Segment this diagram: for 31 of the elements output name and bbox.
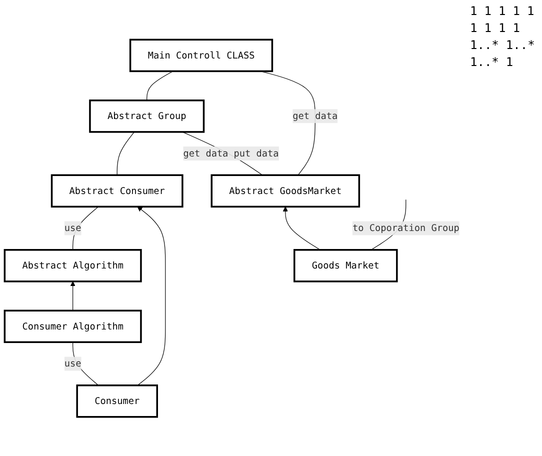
class-box: Abstract GoodsMarket: [210, 174, 360, 208]
multiplicity-label: 1: [526, 4, 536, 18]
edge-label: use: [64, 221, 82, 235]
multiplicity-label: 1: [512, 4, 521, 18]
multiplicity-label: 1: [504, 55, 514, 69]
class-box: Consumer: [76, 384, 158, 418]
edge-label: use: [64, 356, 82, 370]
class-box: Consumer Algorithm: [4, 309, 142, 343]
class-box: Goods Market: [294, 248, 398, 282]
class-box: Abstract Group: [89, 99, 205, 133]
arrow: [70, 280, 76, 311]
edge-label: get data: [292, 108, 338, 123]
multiplicity-label: 1: [469, 4, 478, 18]
class-box: Abstract Consumer: [50, 174, 184, 208]
edge-label: to Coporation Group: [352, 221, 460, 235]
multiplicity-label: 1: [497, 4, 507, 18]
multiplicity-label: 1..*: [469, 38, 500, 52]
association-line: [146, 70, 174, 100]
arrow: [282, 206, 321, 250]
class-box: Abstract Algorithm: [4, 248, 142, 282]
arrow: [137, 206, 166, 386]
edge-label: get data put data: [183, 146, 279, 160]
multiplicity-label: 1: [483, 21, 492, 35]
multiplicity-label: 1: [497, 21, 507, 35]
multiplicity-label: 1: [469, 21, 478, 35]
multiplicity-label: 1: [483, 4, 492, 18]
association-line: [116, 131, 135, 176]
multiplicity-label: 1..*: [504, 38, 536, 52]
multiplicity-label: 1..*: [469, 55, 500, 69]
multiplicity-label: 1: [512, 21, 521, 35]
class-box: Main Controll CLASS: [129, 38, 274, 72]
